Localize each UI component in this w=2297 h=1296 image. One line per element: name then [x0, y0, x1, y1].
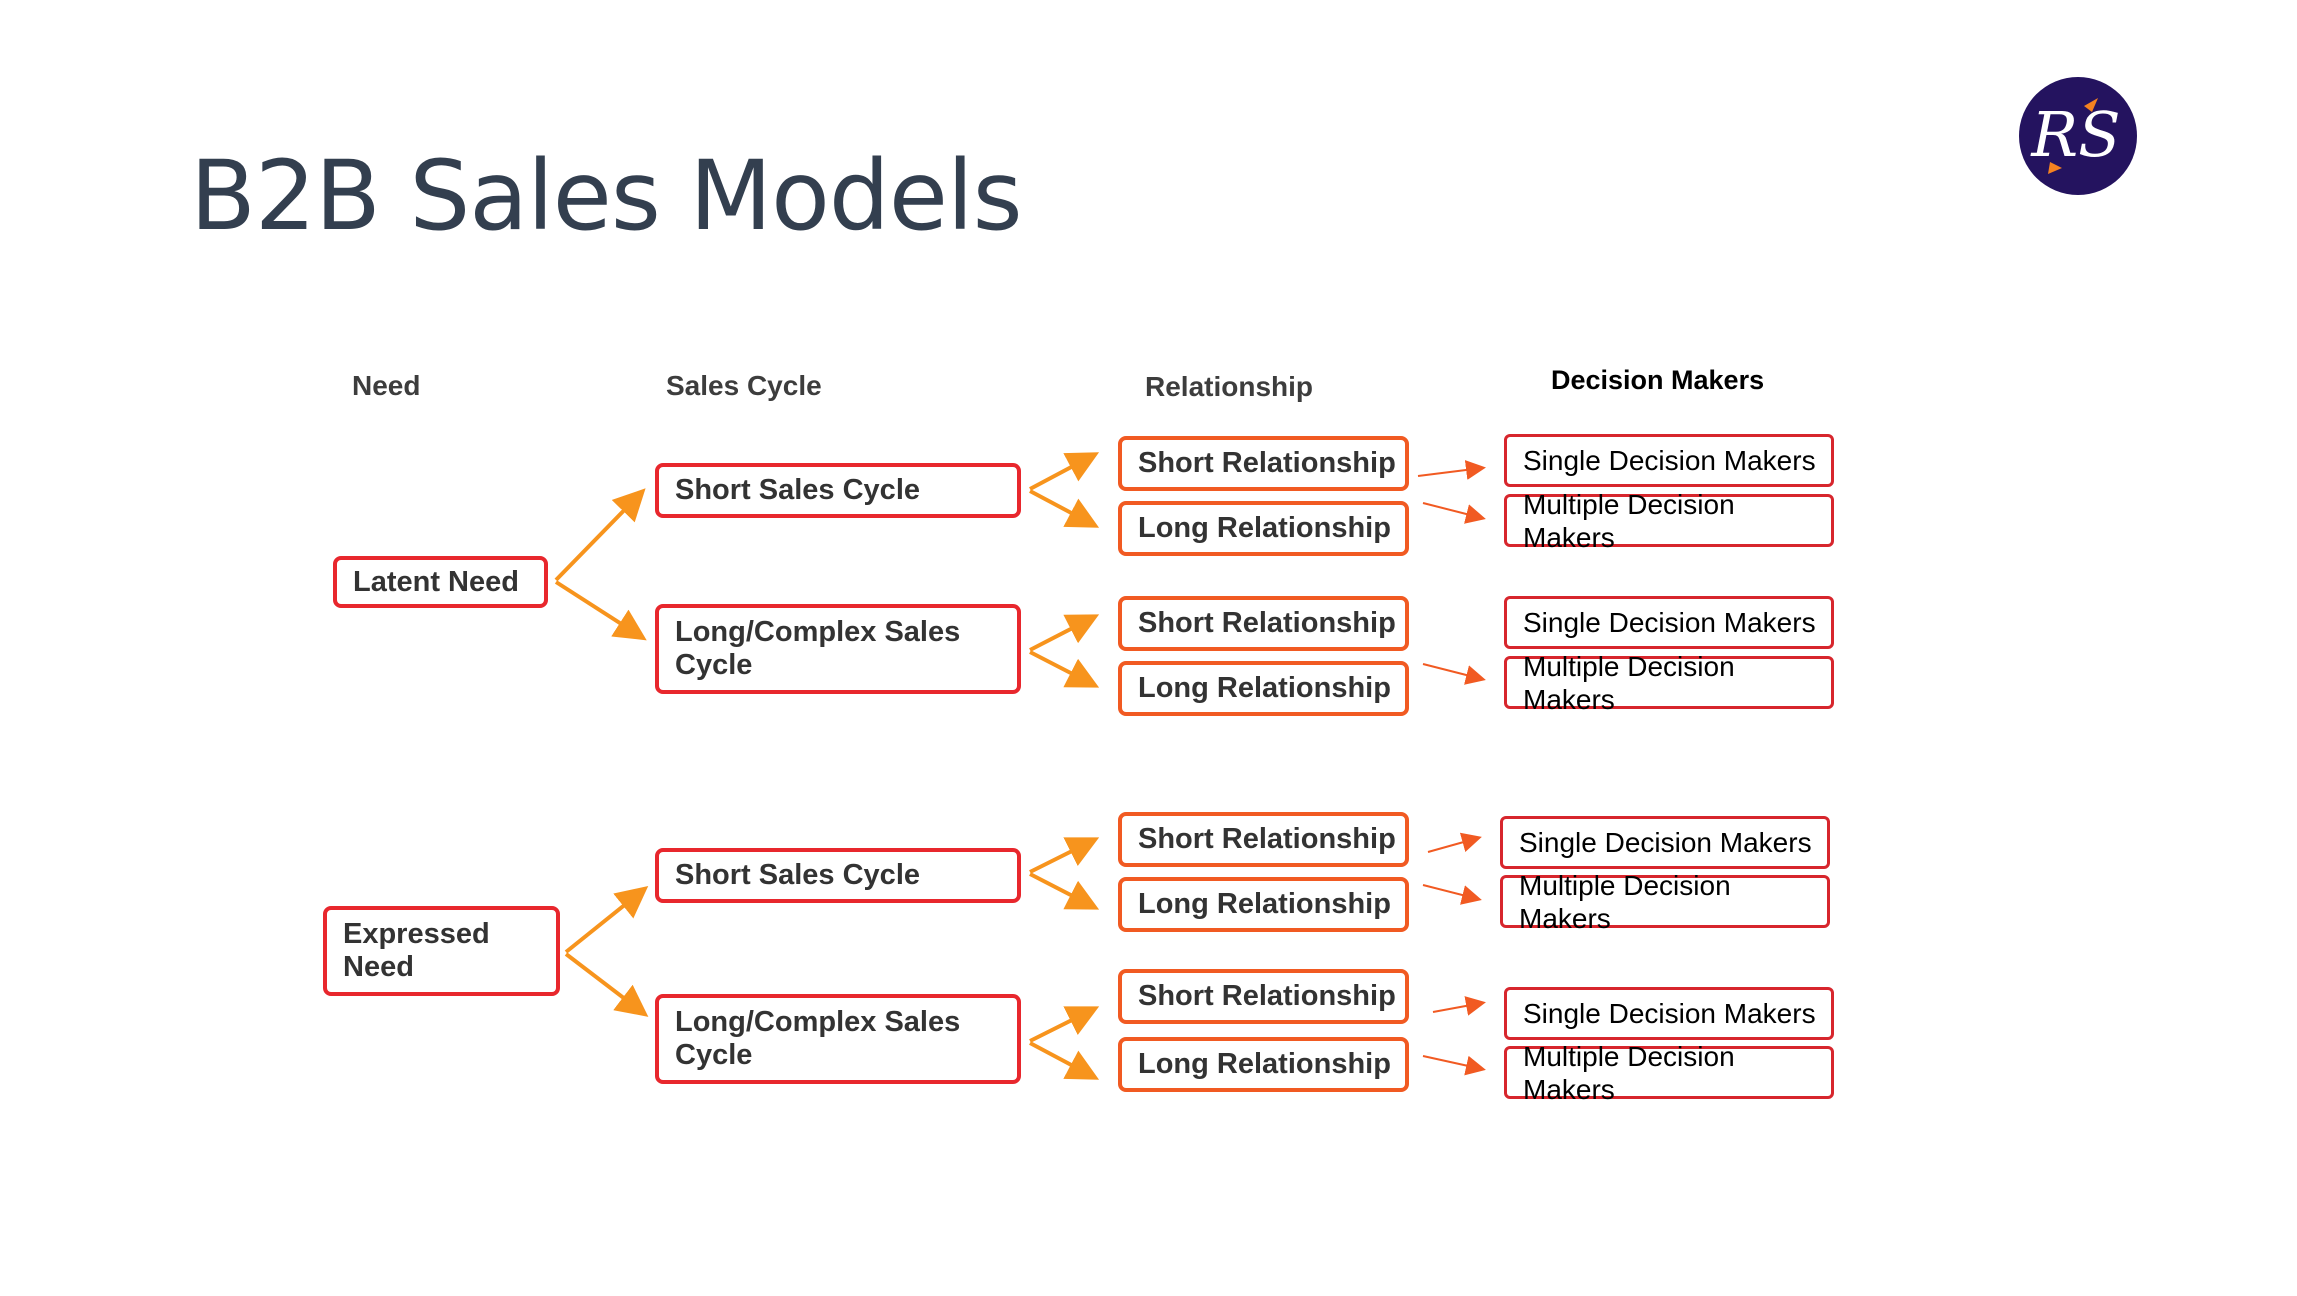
decision-expressed-ssc-multiple: Multiple Decision Makers [1500, 870, 1830, 934]
arrow-lcsc1-short [1029, 614, 1100, 652]
decision-expressed-lcsc-single: Single Decision Makers [1504, 987, 1834, 1040]
header-decision-makers: Decision Makers [1551, 365, 1765, 395]
decision-latent-lcsc-multiple: Multiple Decision Makers [1504, 651, 1834, 715]
arrow-ssc1-long [1029, 489, 1100, 528]
decision-latent-lcsc-single: Single Decision Makers [1504, 596, 1834, 649]
arrow-latent-long [554, 580, 647, 641]
relationship-expressed-lcsc-short: Short Relationship [1118, 969, 1409, 1024]
arrow-expressed-long [564, 952, 649, 1017]
relationship-latent-ssc-short: Short Relationship [1118, 436, 1409, 491]
logo-text: RS [2030, 98, 2120, 171]
relationship-latent-lcsc-long: Long Relationship [1118, 661, 1409, 716]
arrow-rel-to-dm-2 [1422, 502, 1486, 524]
arrow-lcsc1-long [1029, 650, 1100, 688]
sales-cycle-latent-short: Short Sales Cycle [655, 463, 1021, 518]
arrow-rel-to-dm-1 [1417, 460, 1486, 480]
arrow-rel-to-dm-6 [1432, 996, 1486, 1016]
arrow-ssc2-short [1029, 837, 1100, 874]
arrow-lcsc2-short [1029, 1006, 1100, 1043]
sales-cycle-expressed-short: Short Sales Cycle [655, 848, 1021, 903]
decision-latent-ssc-multiple: Multiple Decision Makers [1504, 489, 1834, 553]
rs-logo: RS [2019, 77, 2137, 195]
arrow-rel-to-dm-7 [1422, 1055, 1486, 1076]
logo-accent-bottom [2048, 162, 2062, 174]
header-need: Need [352, 370, 421, 401]
need-latent: Latent Need [333, 556, 548, 608]
relationship-expressed-lcsc-long: Long Relationship [1118, 1037, 1409, 1092]
header-sales-cycle: Sales Cycle [666, 370, 822, 401]
arrow-latent-short [554, 488, 646, 582]
arrow-ssc1-short [1029, 452, 1100, 491]
arrow-ssc2-long [1029, 872, 1100, 910]
decision-expressed-lcsc-multiple: Multiple Decision Makers [1504, 1041, 1834, 1105]
arrow-rel-to-dm-4 [1427, 832, 1482, 853]
decision-latent-ssc-single: Single Decision Makers [1504, 434, 1834, 487]
arrow-rel-to-dm-3 [1422, 663, 1486, 685]
sales-cycle-latent-long: Long/Complex Sales Cycle [655, 604, 1021, 694]
page-title: B2B Sales Models [190, 140, 1023, 252]
header-relationship: Relationship [1145, 371, 1314, 402]
decision-expressed-ssc-single: Single Decision Makers [1500, 816, 1830, 869]
relationship-latent-lcsc-short: Short Relationship [1118, 596, 1409, 651]
relationship-expressed-ssc-short: Short Relationship [1118, 812, 1409, 867]
need-expressed: Expressed Need [323, 906, 560, 996]
arrow-rel-to-dm-5 [1422, 884, 1482, 905]
relationship-expressed-ssc-long: Long Relationship [1118, 877, 1409, 932]
logo-accent-top [2084, 98, 2098, 112]
sales-cycle-expressed-long: Long/Complex Sales Cycle [655, 994, 1021, 1084]
arrow-expressed-short [564, 885, 649, 954]
arrow-lcsc2-long [1029, 1041, 1100, 1080]
relationship-latent-ssc-long: Long Relationship [1118, 501, 1409, 556]
logo-circle [2019, 77, 2137, 195]
